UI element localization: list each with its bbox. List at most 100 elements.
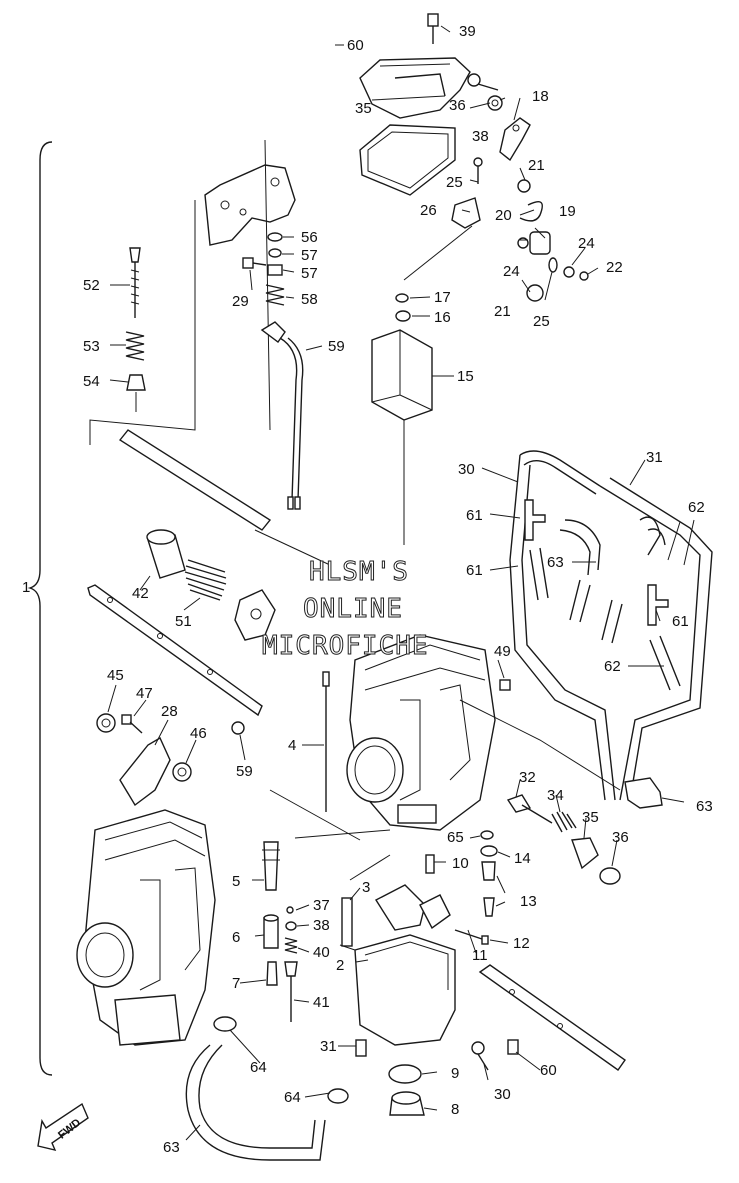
callout-1: 1 bbox=[22, 579, 30, 596]
washer-23 bbox=[563, 266, 575, 278]
washer-45b bbox=[172, 762, 192, 782]
callout-59: 61 bbox=[466, 507, 483, 524]
bracket-27 bbox=[119, 737, 171, 807]
callout-14: 14 bbox=[514, 850, 531, 867]
cover-gasket bbox=[359, 124, 456, 196]
callout-60b: 62 bbox=[604, 658, 621, 675]
connecting-plate bbox=[87, 584, 263, 717]
callout-6: 6 bbox=[232, 929, 240, 946]
clip-62 bbox=[624, 777, 663, 809]
pilot-screw-12 bbox=[454, 929, 489, 945]
callout-27: 28 bbox=[161, 703, 178, 720]
callout-11: 11 bbox=[472, 947, 488, 964]
watermark-line-3: MICROFICHE bbox=[262, 631, 429, 661]
callout-62: 63 bbox=[696, 798, 713, 815]
spring-48 bbox=[184, 559, 227, 601]
callout-57b: 60 bbox=[540, 1062, 557, 1079]
jet-needle-4 bbox=[322, 671, 330, 812]
callout-49: 52 bbox=[83, 277, 100, 294]
callout-21b: 21 bbox=[494, 303, 511, 320]
assembly-brace bbox=[27, 141, 53, 1076]
callout-58: 60 bbox=[347, 37, 364, 54]
callout-18: 18 bbox=[532, 88, 549, 105]
grommet-35 bbox=[599, 867, 621, 885]
callout-3: 3 bbox=[362, 879, 370, 896]
callout-57: 59 bbox=[236, 763, 253, 780]
callout-32: 32 bbox=[519, 769, 536, 786]
callout-43: 38 bbox=[472, 128, 489, 145]
callout-17: 17 bbox=[434, 289, 451, 306]
callout-63: 63 bbox=[163, 1139, 180, 1156]
callout-21: 21 bbox=[528, 157, 545, 174]
washer-65 bbox=[480, 830, 494, 840]
callouts: 60 39 35 36 38 18 21 25 20 26 19 24 24 2… bbox=[22, 23, 713, 1156]
callout-64: 64 bbox=[250, 1059, 267, 1076]
callout-28: 29 bbox=[232, 293, 249, 310]
choke-cable-56 bbox=[260, 321, 304, 510]
clamp-64a bbox=[213, 1016, 237, 1032]
callout-25: 25 bbox=[446, 174, 463, 191]
clamp-64b bbox=[327, 1088, 349, 1104]
seal-16 bbox=[395, 310, 411, 322]
spring-clip-20 bbox=[519, 201, 543, 222]
needle-jet-5 bbox=[262, 841, 280, 891]
nut-54 bbox=[267, 264, 283, 276]
callout-61: 62 bbox=[688, 499, 705, 516]
callout-38: 40 bbox=[313, 944, 330, 961]
callout-24b: 25 bbox=[533, 313, 550, 330]
callout-51: 54 bbox=[83, 373, 100, 390]
callout-39: 41 bbox=[313, 994, 330, 1011]
callout-56: 59 bbox=[328, 338, 345, 355]
fuel-hose-63 bbox=[185, 1044, 326, 1161]
screw-57b bbox=[507, 1039, 519, 1055]
o-ring-37 bbox=[285, 921, 297, 931]
callout-65: 65 bbox=[447, 829, 464, 846]
watermark: HLSM'S ONLINE MICROFICHE bbox=[262, 557, 429, 662]
callout-44: 39 bbox=[459, 23, 476, 40]
callout-42: 36 bbox=[449, 97, 466, 114]
link-rod-25 bbox=[473, 157, 483, 184]
callout-26: 26 bbox=[420, 202, 437, 219]
pilot-jet-7 bbox=[266, 961, 278, 986]
screw-42 bbox=[467, 73, 499, 91]
throttle-stop-screw-32 bbox=[506, 794, 553, 824]
callout-20: 20 bbox=[495, 207, 512, 224]
callout-22: 22 bbox=[606, 259, 623, 276]
callout-60: 61 bbox=[466, 562, 483, 579]
screw-49 bbox=[129, 247, 141, 318]
holder-15 bbox=[371, 329, 433, 421]
callout-64b: 64 bbox=[284, 1089, 301, 1106]
washer-45a bbox=[96, 713, 116, 733]
throttle-shaft bbox=[118, 429, 272, 531]
float-11 bbox=[374, 884, 451, 931]
callout-34: 35 bbox=[582, 809, 599, 826]
right-plate bbox=[478, 964, 626, 1071]
needle-valve-13 bbox=[481, 861, 496, 917]
callout-15: 15 bbox=[457, 368, 474, 385]
callout-50: 53 bbox=[83, 338, 100, 355]
callout-29: 30 bbox=[494, 1086, 511, 1103]
callout-40: 42 bbox=[132, 585, 149, 602]
nut-51 bbox=[126, 374, 146, 391]
joint-59a bbox=[524, 499, 546, 541]
callout-19: 19 bbox=[559, 203, 576, 220]
callout-48: 51 bbox=[175, 613, 192, 630]
callout-5: 5 bbox=[232, 873, 240, 890]
throttle-bracket bbox=[204, 164, 296, 246]
callout-46: 47 bbox=[136, 685, 153, 702]
vent-hoses bbox=[509, 450, 713, 801]
collar-21b bbox=[526, 284, 544, 302]
spring-33 bbox=[551, 811, 577, 833]
callout-55: 58 bbox=[301, 291, 318, 308]
callout-10: 10 bbox=[452, 855, 469, 872]
spring-55 bbox=[265, 284, 285, 306]
callout-9: 9 bbox=[451, 1065, 459, 1082]
callout-16: 16 bbox=[434, 309, 451, 326]
callout-61b: 63 bbox=[547, 554, 564, 571]
spring-38 bbox=[284, 937, 298, 954]
screw-47 bbox=[499, 679, 511, 691]
callout-45b: 46 bbox=[190, 725, 207, 742]
callout-24: 24 bbox=[503, 263, 520, 280]
bushing-43 bbox=[487, 95, 503, 111]
callout-31: 31 bbox=[320, 1038, 337, 1055]
